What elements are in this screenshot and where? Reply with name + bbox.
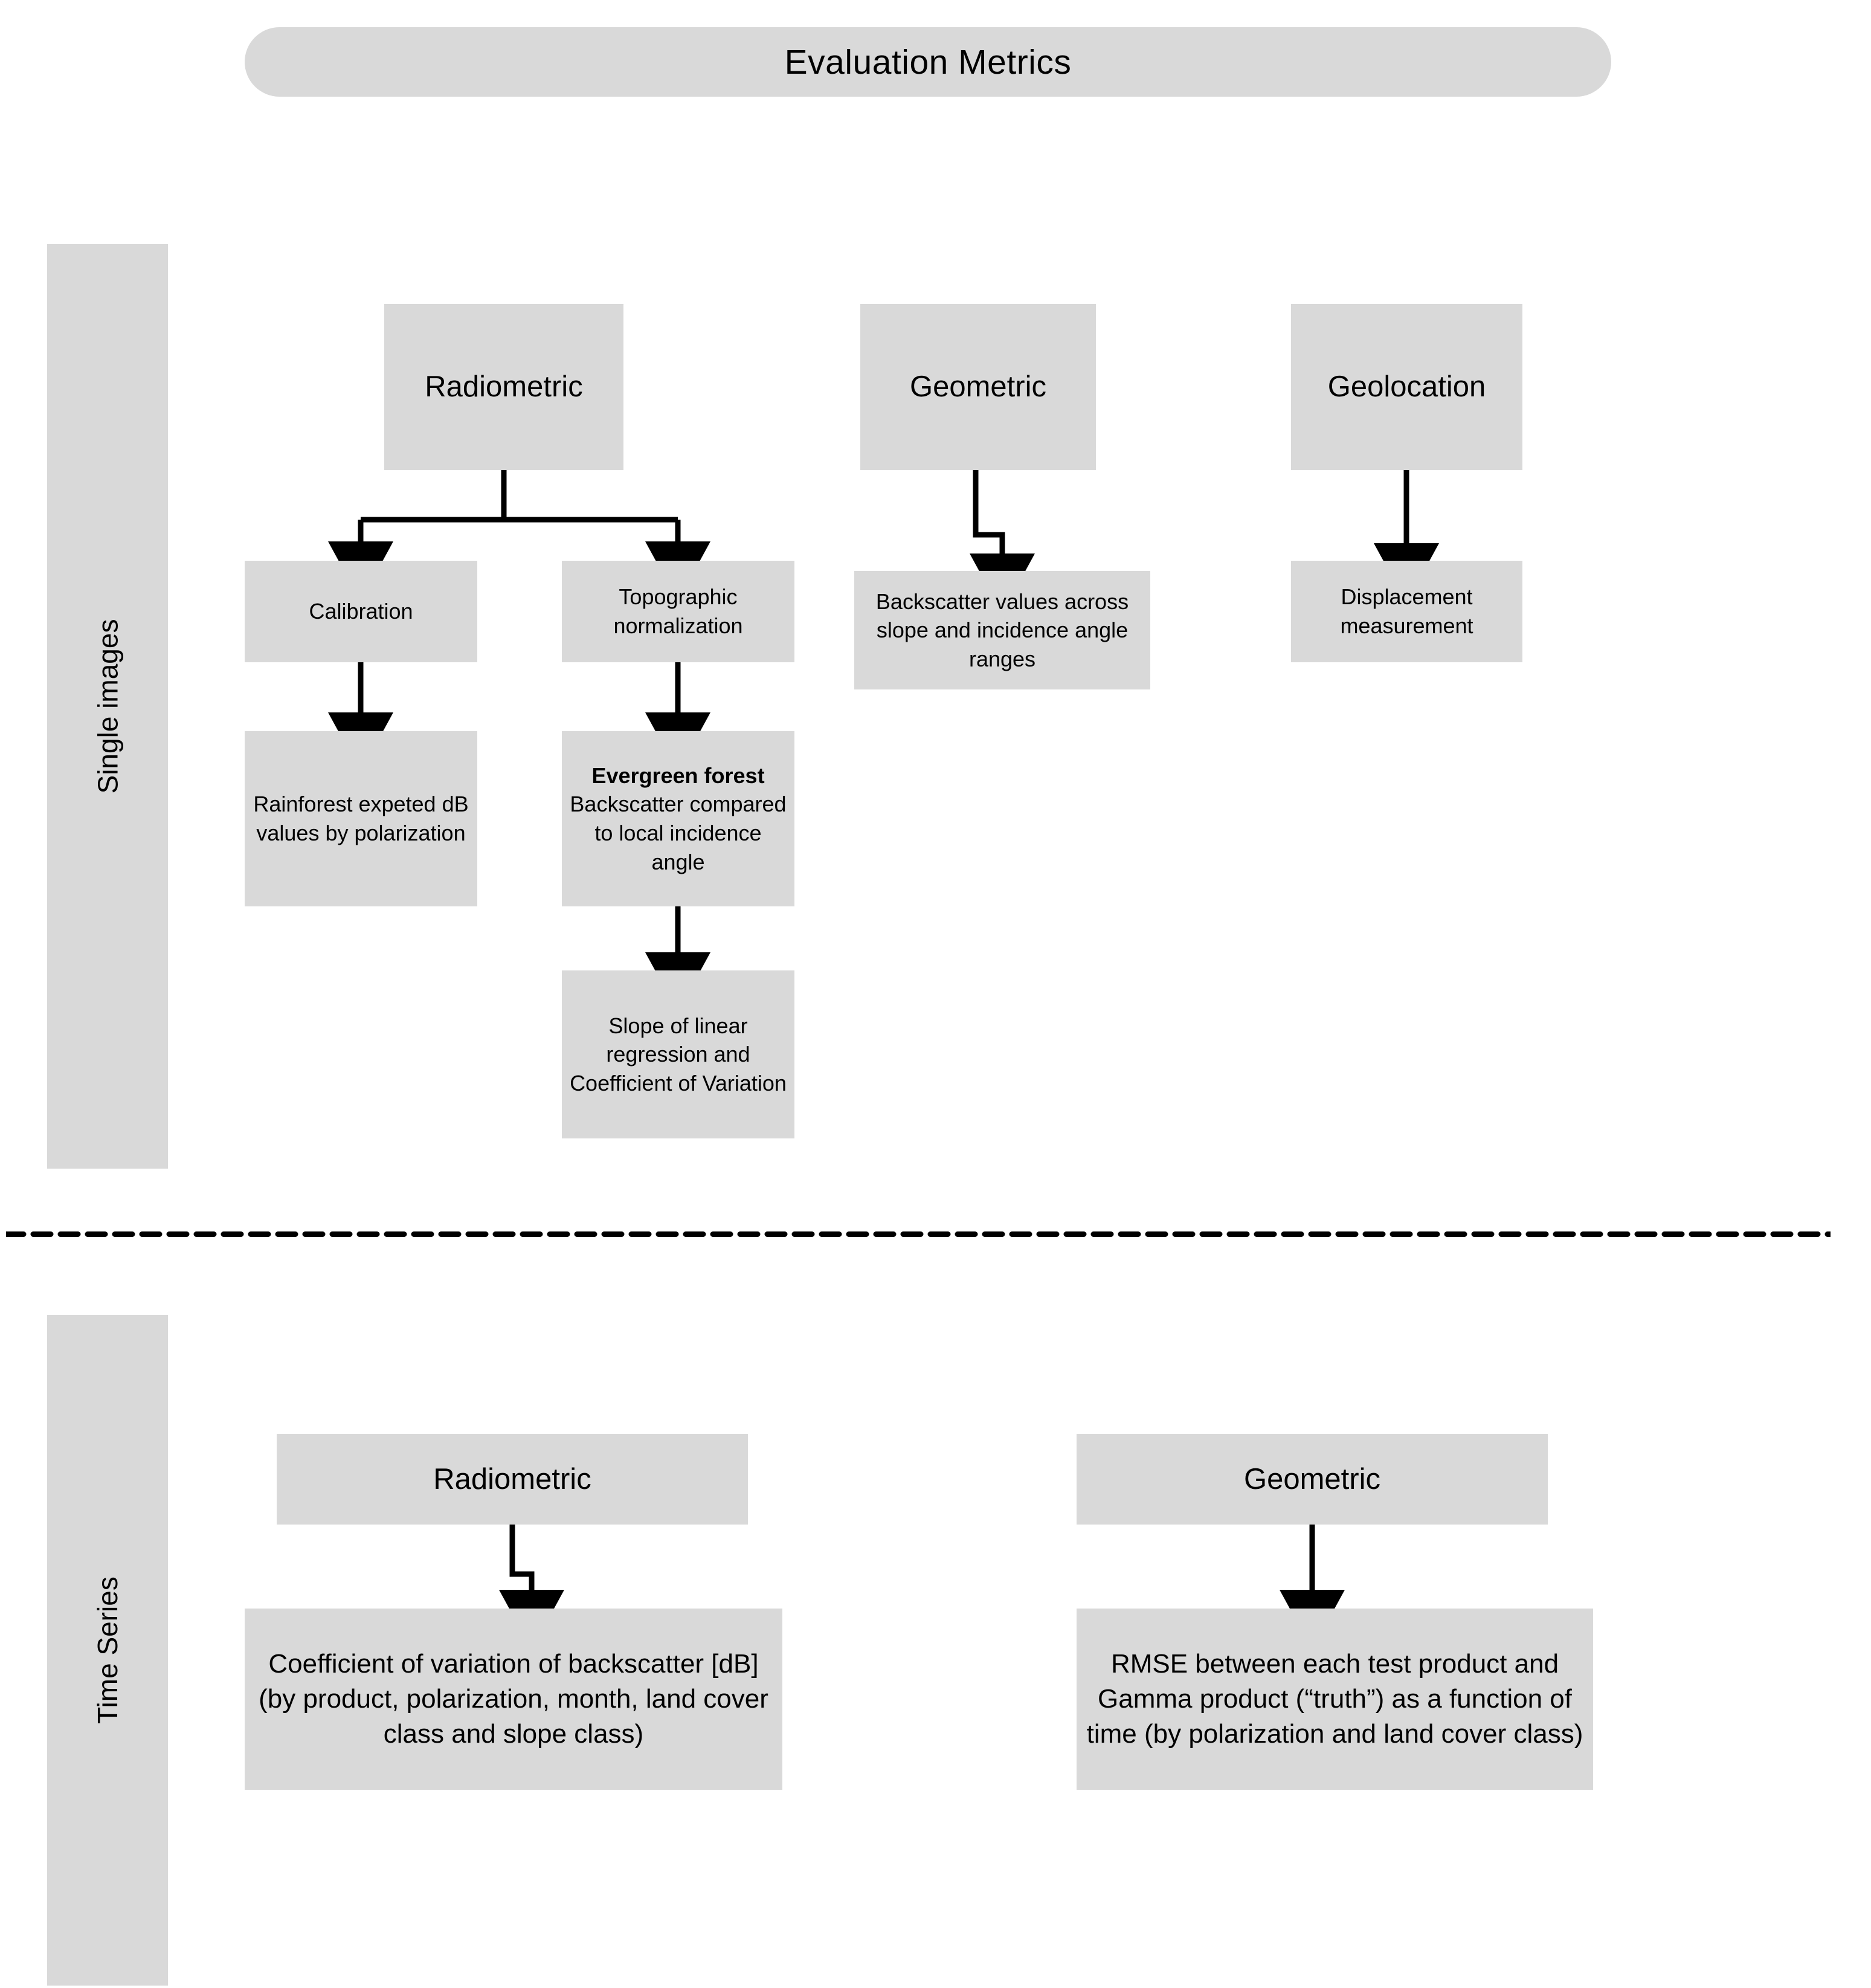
node-ts-rmse-label: RMSE between each test product and Gamma… [1086, 1648, 1583, 1749]
section-divider [6, 1231, 1831, 1237]
node-ts-coefficient-variation[interactable]: Coefficient of variation of backscatter … [245, 1609, 782, 1790]
section-label-single-images: Single images [47, 244, 168, 1169]
node-backscatter-values-label: Backscatter values across slope and inci… [875, 589, 1129, 671]
connector-geometric-backscatter [970, 470, 1035, 613]
section-label-time-series-text: Time Series [92, 1577, 123, 1724]
section-label-single-images-text: Single images [92, 619, 123, 794]
node-ts-radiometric[interactable]: Radiometric [277, 1434, 748, 1525]
node-calibration-label: Calibration [309, 599, 413, 624]
node-geometric[interactable]: Geometric [860, 304, 1096, 470]
node-ts-rmse[interactable]: RMSE between each test product and Gamma… [1077, 1609, 1593, 1790]
node-rainforest-label: Rainforest expeted dB values by polariza… [253, 792, 469, 845]
node-evergreen-forest-description: Backscatter compared to local incidence … [570, 792, 787, 874]
node-rainforest[interactable]: Rainforest expeted dB values by polariza… [245, 731, 477, 906]
connector-ts-radiometric-cv [499, 1525, 564, 1650]
page-title: Evaluation Metrics [784, 42, 1072, 82]
node-slope-regression[interactable]: Slope of linear regression and Coefficie… [562, 970, 794, 1138]
node-topographic-normalization[interactable]: Topographic normalization [562, 561, 794, 662]
node-displacement-measurement-label: Displacement measurement [1340, 584, 1473, 638]
node-ts-coefficient-variation-label: Coefficient of variation of backscatter … [259, 1648, 768, 1749]
node-radiometric[interactable]: Radiometric [384, 304, 623, 470]
page-title-banner: Evaluation Metrics [245, 27, 1611, 97]
node-geolocation-label: Geolocation [1327, 370, 1486, 404]
node-backscatter-values[interactable]: Backscatter values across slope and inci… [854, 571, 1150, 689]
node-geolocation[interactable]: Geolocation [1291, 304, 1522, 470]
connector-radiometric-split [328, 470, 710, 601]
node-displacement-measurement[interactable]: Displacement measurement [1291, 561, 1522, 662]
node-evergreen-forest-title: Evergreen forest [591, 763, 765, 788]
section-label-time-series: Time Series [47, 1315, 168, 1986]
node-ts-geometric-label: Geometric [1243, 1462, 1380, 1496]
node-geometric-label: Geometric [909, 370, 1046, 404]
node-slope-regression-label: Slope of linear regression and Coefficie… [570, 1013, 787, 1096]
node-radiometric-label: Radiometric [425, 370, 583, 404]
node-topographic-normalization-label: Topographic normalization [613, 584, 743, 638]
node-ts-radiometric-label: Radiometric [433, 1462, 591, 1496]
node-calibration[interactable]: Calibration [245, 561, 477, 662]
node-ts-geometric[interactable]: Geometric [1077, 1434, 1548, 1525]
